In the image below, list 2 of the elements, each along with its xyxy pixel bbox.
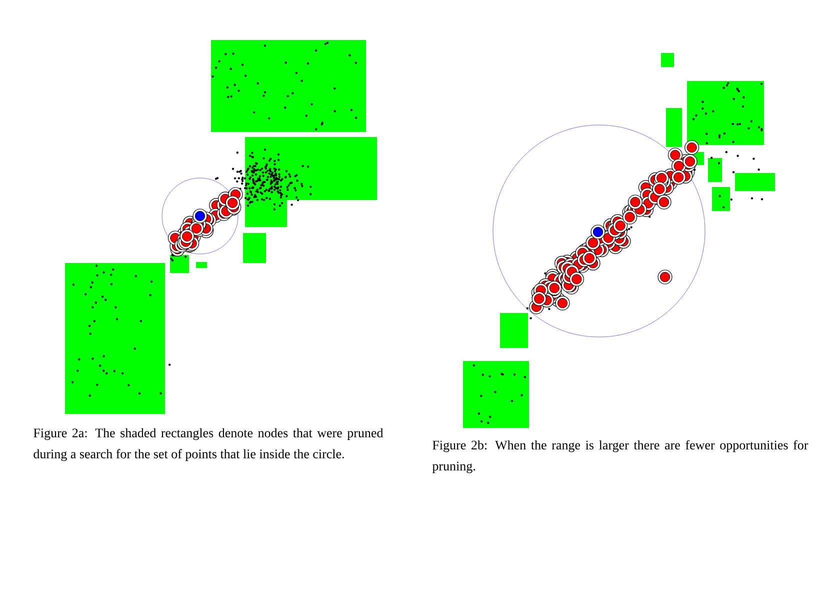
caption: Figure 2b: When the range is larger there are fewer opportunities for pruning.: [432, 440, 808, 474]
caption: Figure 2a: The shaded rectangles denote nodes that were pruned during a search for the set of points that lie inside the circle.: [34, 428, 384, 462]
